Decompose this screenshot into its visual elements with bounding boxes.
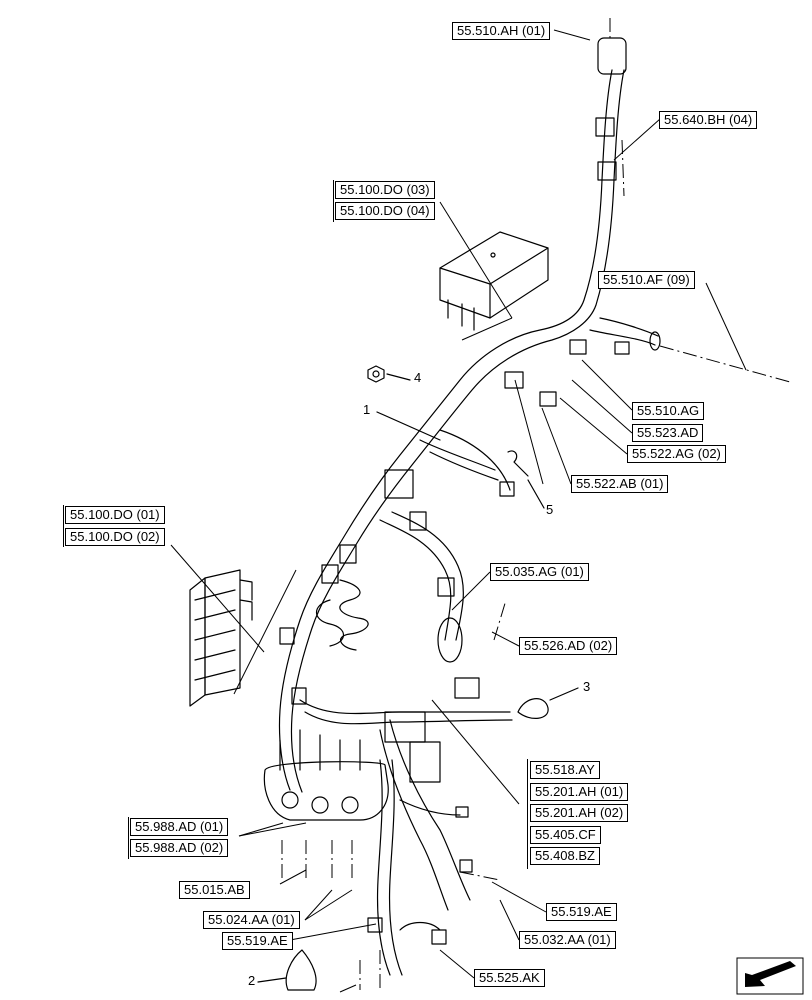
- direction-arrow-icon: [736, 957, 804, 995]
- ref-55-510-ah-01[interactable]: 55.510.AH (01): [452, 22, 551, 40]
- ref-55-522-ab-01[interactable]: 55.522.AB (01): [571, 475, 669, 493]
- main-harness: [263, 37, 661, 976]
- ref-55-523-ad[interactable]: 55.523.AD: [632, 424, 704, 442]
- ref-55-988-ad-02[interactable]: 55.988.AD (02): [130, 839, 229, 857]
- leader-lines: [170, 29, 747, 993]
- ref-stack-bar-988: [128, 817, 129, 859]
- ref-55-519-ae-right[interactable]: 55.519.AE: [546, 903, 617, 921]
- ref-stack-bar-do-01-02: [63, 505, 64, 547]
- ref-55-988-ad-01[interactable]: 55.988.AD (01): [130, 818, 229, 836]
- ref-55-640-bh-04[interactable]: 55.640.BH (04): [659, 111, 758, 129]
- cable-tie-icon: [285, 949, 317, 991]
- item-number-5: 5: [546, 502, 554, 517]
- item-number-1: 1: [363, 402, 371, 417]
- ref-55-518-ay[interactable]: 55.518.AY: [530, 761, 600, 779]
- ref-55-201-ah-02[interactable]: 55.201.AH (02): [530, 804, 629, 822]
- ref-55-510-ag[interactable]: 55.510.AG: [632, 402, 705, 420]
- ref-stack-bar-do-03-04: [333, 180, 334, 222]
- ref-55-510-af-09[interactable]: 55.510.AF (09): [598, 271, 695, 289]
- ref-stack-bar-518: [527, 759, 528, 869]
- fuse-box-upper: [439, 231, 549, 331]
- fuse-box-left: [189, 569, 253, 707]
- cable-tie-clip-icon: [507, 450, 529, 477]
- center-lines: [281, 18, 791, 990]
- ref-55-035-ag-01[interactable]: 55.035.AG (01): [490, 563, 589, 581]
- ref-55-100-do-01[interactable]: 55.100.DO (01): [65, 506, 165, 524]
- ref-55-201-ah-01[interactable]: 55.201.AH (01): [530, 783, 629, 801]
- grommet-icon: [517, 698, 549, 719]
- ref-55-408-bz[interactable]: 55.408.BZ: [530, 847, 600, 865]
- ref-55-522-ag-02[interactable]: 55.522.AG (02): [627, 445, 726, 463]
- ref-55-100-do-02[interactable]: 55.100.DO (02): [65, 528, 165, 546]
- item-number-2: 2: [248, 973, 256, 988]
- ref-55-100-do-03[interactable]: 55.100.DO (03): [335, 181, 435, 199]
- ref-55-032-aa-01[interactable]: 55.032.AA (01): [519, 931, 616, 949]
- item-number-3: 3: [583, 679, 591, 694]
- item-number-4: 4: [414, 370, 422, 385]
- ref-55-100-do-04[interactable]: 55.100.DO (04): [335, 202, 435, 220]
- ref-55-526-ad-02[interactable]: 55.526.AD (02): [519, 637, 618, 655]
- ref-55-519-ae-left[interactable]: 55.519.AE: [222, 932, 293, 950]
- ref-55-405-cf[interactable]: 55.405.CF: [530, 826, 601, 844]
- nut-icon: [367, 365, 385, 383]
- ref-55-015-ab[interactable]: 55.015.AB: [179, 881, 250, 899]
- ref-55-024-aa-01[interactable]: 55.024.AA (01): [203, 911, 300, 929]
- ref-55-525-ak[interactable]: 55.525.AK: [474, 969, 545, 987]
